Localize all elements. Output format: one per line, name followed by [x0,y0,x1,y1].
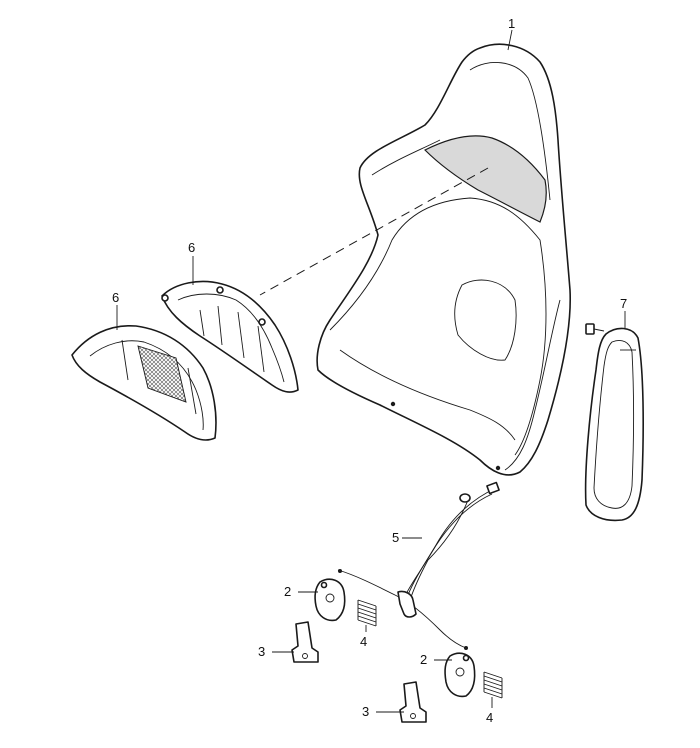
latch-mechanism-upper [314,578,346,622]
coil-spring-lower [483,671,503,699]
callout-4-lower: 4 [486,710,493,725]
callout-1: 1 [508,16,515,31]
side-vent-frame-upper [161,280,299,393]
callout-5: 5 [392,530,399,545]
callout-7: 7 [620,296,627,311]
callout-3-upper: 3 [258,644,265,659]
side-vent-frame-lower [71,325,217,441]
assembly-link-dash [259,167,489,296]
seat-backrest-shell [316,43,572,476]
callout-2-lower: 2 [420,652,427,667]
leader-lines [116,29,626,713]
mounting-bracket-lower [399,681,427,723]
callout-2-upper: 2 [284,584,291,599]
latch-mechanism-lower [444,652,476,698]
callout-3-lower: 3 [362,704,369,719]
callout-6-upper: 6 [188,240,195,255]
side-trim-panel [584,327,644,522]
release-cable-assembly [337,481,500,650]
callout-4-upper: 4 [360,634,367,649]
screw-icon [585,323,605,335]
coil-spring-upper [357,599,377,627]
callout-6-lower: 6 [112,290,119,305]
vent-mesh-insert [137,345,187,403]
mounting-bracket-upper [291,621,319,663]
